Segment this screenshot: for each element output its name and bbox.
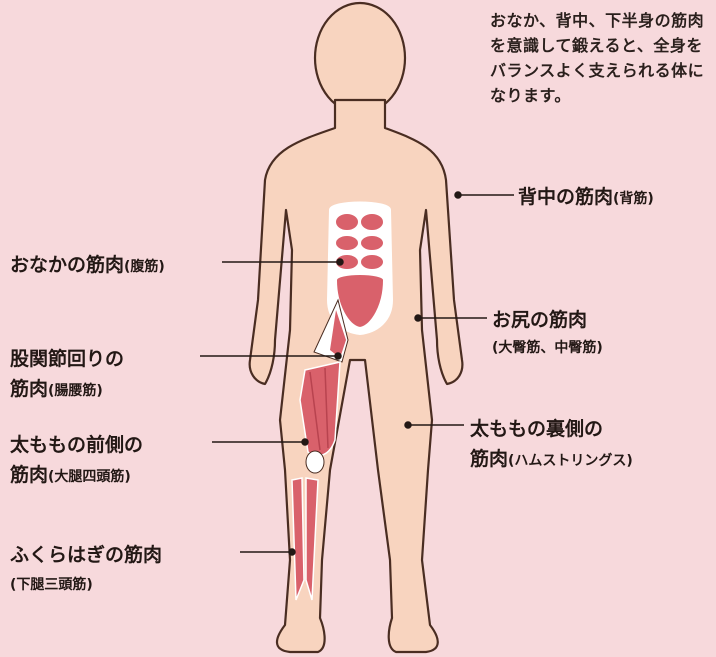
abs-muscle-label: おなかの筋肉(腹筋) [10,250,165,277]
back-muscle-title: 背中の筋肉 [518,186,613,208]
intro-text: おなか、背中、下半身の筋肉を意識して鍛えると、全身をバランスよく支えられる体にな… [490,8,712,108]
quadriceps-line1: 太ももの前側の [10,430,143,460]
hamstring-title: 筋肉 [470,448,508,470]
hamstring-sub: (ハムストリングス) [508,453,633,469]
calf-muscle-title: ふくらはぎの筋肉 [10,540,162,570]
back-muscle-label: 背中の筋肉(背筋) [518,182,654,209]
hamstring-line1: 太ももの裏側の [470,414,633,444]
abs-muscle-sub: (腹筋) [124,259,165,275]
calf-muscle-label: ふくらはぎの筋肉 (下腿三頭筋) [10,540,162,600]
hip-flexor-sub: (腸腰筋) [48,383,103,399]
abs-muscle-title: おなかの筋肉 [10,254,124,276]
glute-muscle-title: お尻の筋肉 [492,306,603,334]
quadriceps-label: 太ももの前側の 筋肉(大腿四頭筋) [10,430,143,492]
hip-flexor-title: 筋肉 [10,378,48,400]
hamstring-label: 太ももの裏側の 筋肉(ハムストリングス) [470,414,633,476]
glute-muscle-label: お尻の筋肉 (大臀筋、中臀筋) [492,306,603,362]
quadriceps-title: 筋肉 [10,464,48,486]
glute-muscle-sub: (大臀筋、中臀筋) [492,334,603,362]
back-muscle-sub: (背筋) [613,191,654,207]
hip-flexor-line1: 股関節回りの [10,344,124,374]
hip-flexor-label: 股関節回りの 筋肉(腸腰筋) [10,344,124,406]
quadriceps-sub: (大腿四頭筋) [48,469,131,485]
calf-muscle-sub: (下腿三頭筋) [10,570,162,600]
